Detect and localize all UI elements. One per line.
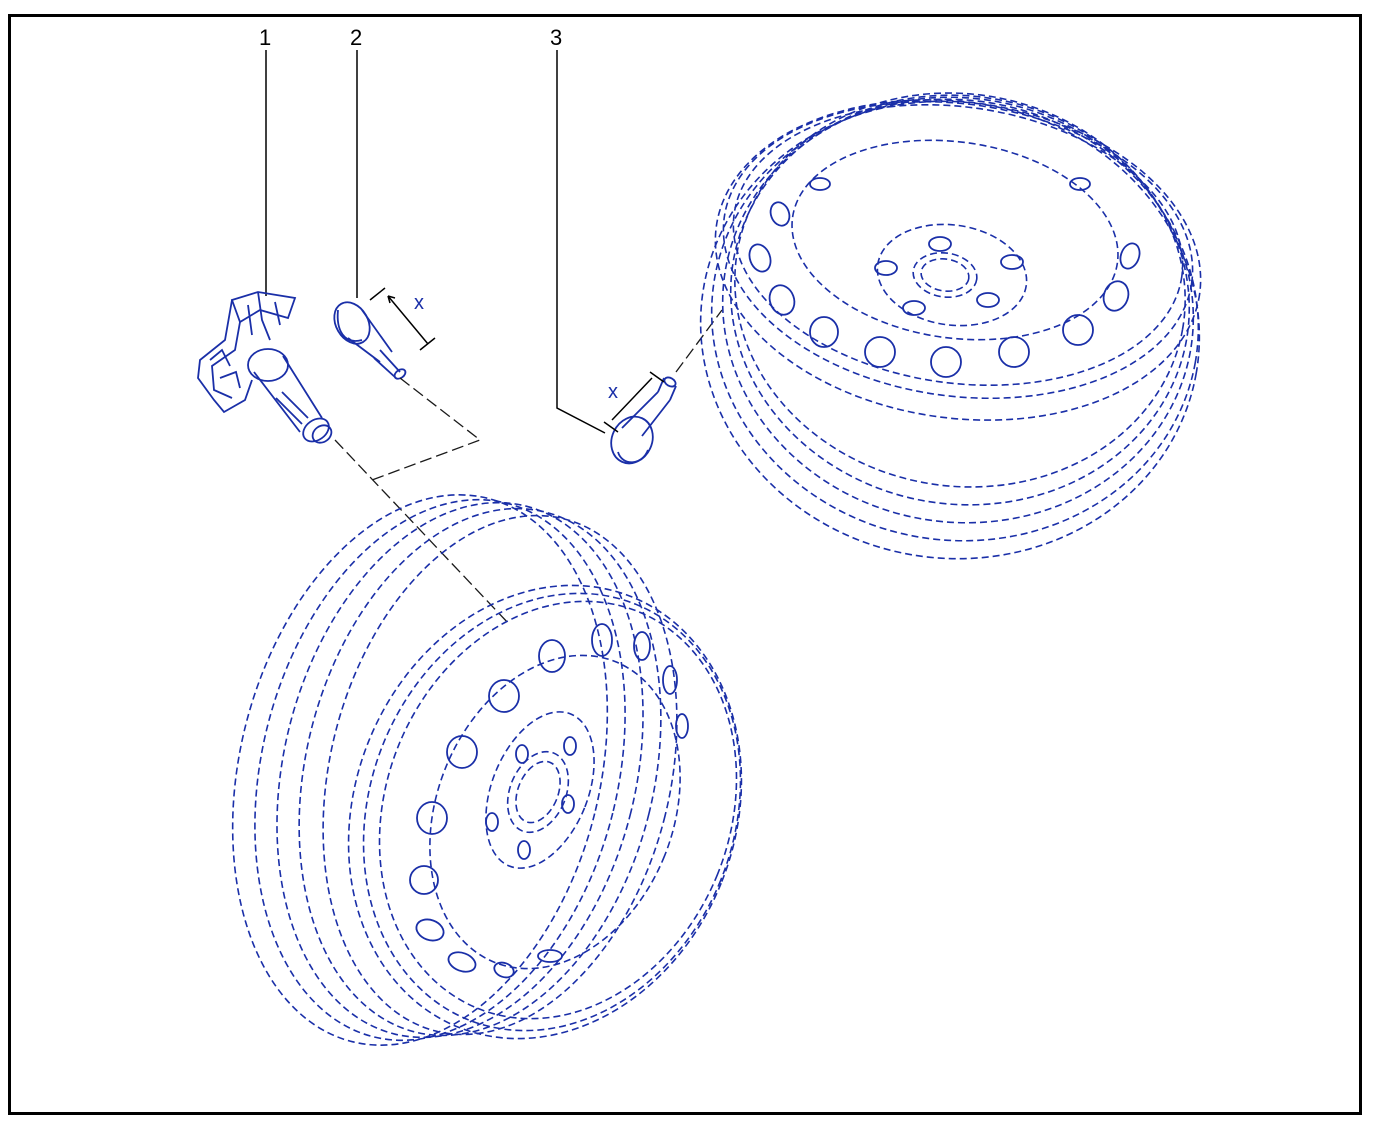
- callout-3: 3: [550, 25, 562, 50]
- dimension-label-3: x: [608, 381, 618, 403]
- diagram-frame: [8, 14, 1362, 1115]
- valve-stem-part-2: [333, 287, 436, 380]
- extension-line-1: [334, 439, 511, 626]
- tpms-sensor-part: [197, 291, 333, 444]
- valve-stem-part-3: [603, 371, 677, 465]
- dimension-label-2: x: [414, 292, 424, 314]
- wheel-rim-rear: [699, 92, 1202, 560]
- leader-line-3: [556, 50, 606, 434]
- extension-line-2: [371, 377, 482, 481]
- wheel-rim-front: [231, 494, 743, 1046]
- extension-line-3: [675, 309, 723, 373]
- callout-1: 1: [259, 25, 271, 50]
- callout-2: 2: [350, 25, 362, 50]
